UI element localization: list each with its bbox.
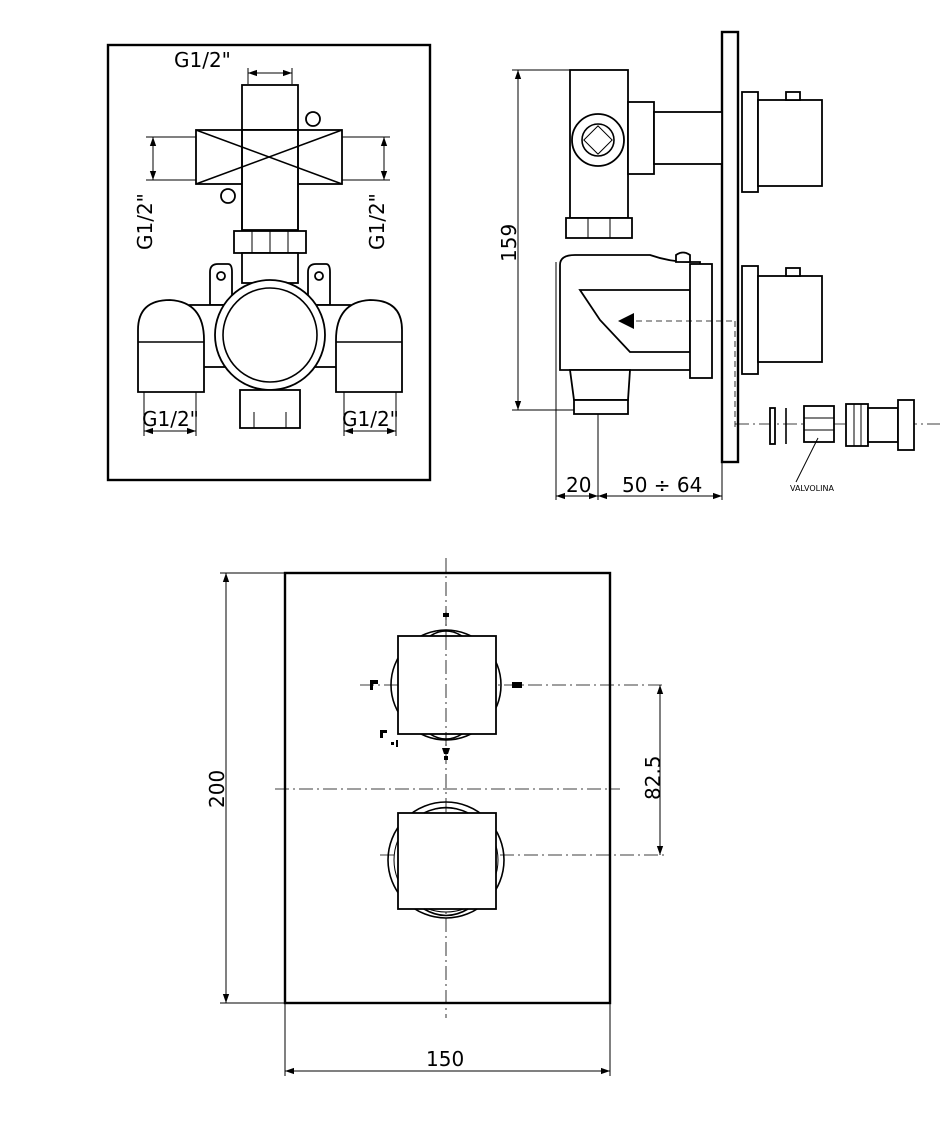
upper-handle[interactable] [390, 612, 502, 760]
dim-label-height: 159 [497, 224, 521, 262]
lower-handle-side [741, 265, 759, 375]
top-inlet-pipe [241, 84, 299, 131]
side-view: VALVOLINA 159 20 50 ÷ 64 [497, 30, 940, 500]
dim-label-left-inlet: G1/2" [133, 193, 157, 250]
lower-handle[interactable] [387, 801, 505, 919]
hand-shower-icon [442, 748, 450, 760]
valve-label: VALVOLINA [790, 484, 834, 493]
dim-label-plate-height: 200 [205, 770, 229, 808]
wall-plate-profile [720, 30, 740, 464]
shower-icon [380, 730, 398, 747]
position-marker-left [370, 680, 378, 690]
cover-plate [283, 571, 612, 1005]
upper-handle-side [741, 91, 759, 193]
cartridge-body [214, 279, 326, 391]
right-outlet-cap [335, 299, 403, 393]
left-outlet-cap [137, 299, 205, 393]
bottom-outlet [239, 389, 301, 429]
dim-label-depth-a: 20 [566, 473, 591, 497]
dim-label-top-inlet: G1/2" [174, 48, 231, 72]
dim-label-right-inlet: G1/2" [365, 193, 389, 250]
plate-view: 200 150 82.5 [205, 558, 666, 1076]
cross-body-vertical [241, 129, 299, 231]
front-view: G1/2" G1/2" G1/2" G1/2" G1/2" [106, 43, 432, 482]
flow-arrow [618, 313, 634, 329]
dim-label-plate-width: 150 [426, 1047, 464, 1071]
dim-label-bottom-right-outlet: G1/2" [342, 407, 399, 431]
fixing-lug [220, 188, 236, 204]
dim-label-bottom-left-outlet: G1/2" [142, 407, 199, 431]
dim-label-depth-b: 50 ÷ 64 [622, 473, 702, 497]
position-marker-top [443, 613, 449, 617]
valvolina-exploded-parts [769, 399, 915, 483]
fixing-lug [305, 111, 321, 127]
position-marker-right [512, 682, 522, 688]
dim-label-handle-spacing: 82.5 [641, 755, 665, 800]
front-view-frame [106, 43, 432, 482]
